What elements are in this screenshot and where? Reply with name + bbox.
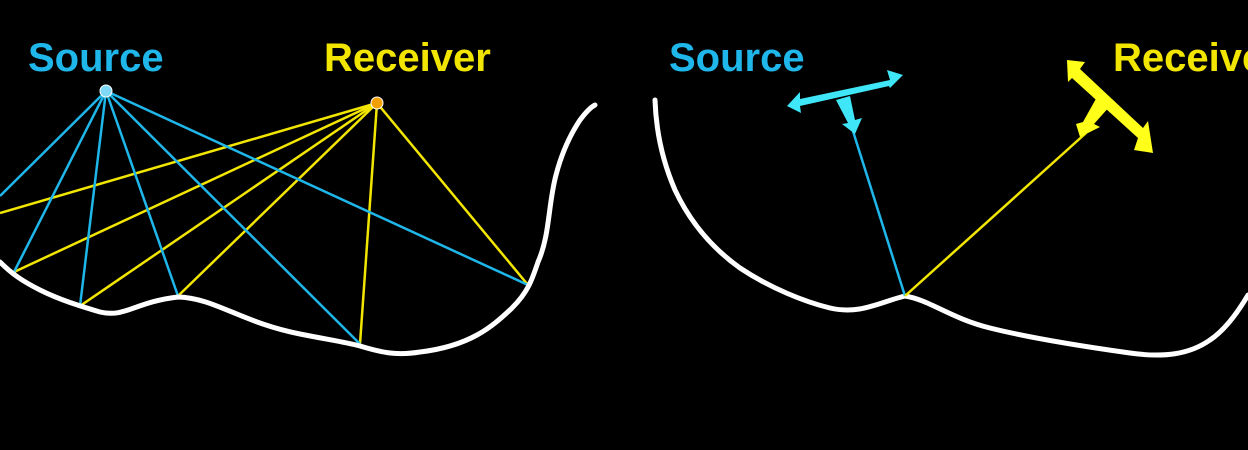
source-ray (78, 90, 108, 307)
receiver-rays (0, 101, 529, 345)
left-source-label: Source (28, 36, 164, 80)
receiver-ray (358, 102, 379, 345)
reflecting-surface (652, 97, 1248, 358)
source-ray (104, 90, 180, 297)
left-panel: Source Receiver (0, 36, 598, 357)
source-arrow-bar (787, 70, 903, 113)
receiver-arrow-stem (1076, 95, 1110, 137)
source-rays (0, 89, 529, 345)
receiver-ray (13, 101, 378, 274)
receiver-direction-arrow (1067, 60, 1153, 153)
left-receiver-label: Receiver (324, 36, 491, 80)
source-ray (105, 89, 529, 287)
receiver-ray (904, 132, 1087, 297)
receiver-point (370, 96, 384, 110)
receiver-ray (376, 102, 529, 286)
source-ray (105, 90, 361, 345)
source-direction-arrow (787, 70, 903, 134)
reflecting-surface (0, 102, 598, 357)
source-point (99, 84, 113, 98)
receiver-ray (0, 101, 378, 215)
receiver-arrow-bar (1067, 60, 1153, 153)
receiver-ray (177, 102, 378, 297)
right-receiver-label: Receiver (1113, 36, 1248, 80)
right-source-label: Source (669, 36, 805, 80)
receiver-ray (79, 101, 378, 308)
source-ray (850, 127, 907, 297)
source-ray (0, 90, 107, 197)
source-ray (12, 90, 108, 273)
source-arrow-stem (836, 96, 862, 134)
right-panel: Source Receiver (652, 36, 1248, 358)
